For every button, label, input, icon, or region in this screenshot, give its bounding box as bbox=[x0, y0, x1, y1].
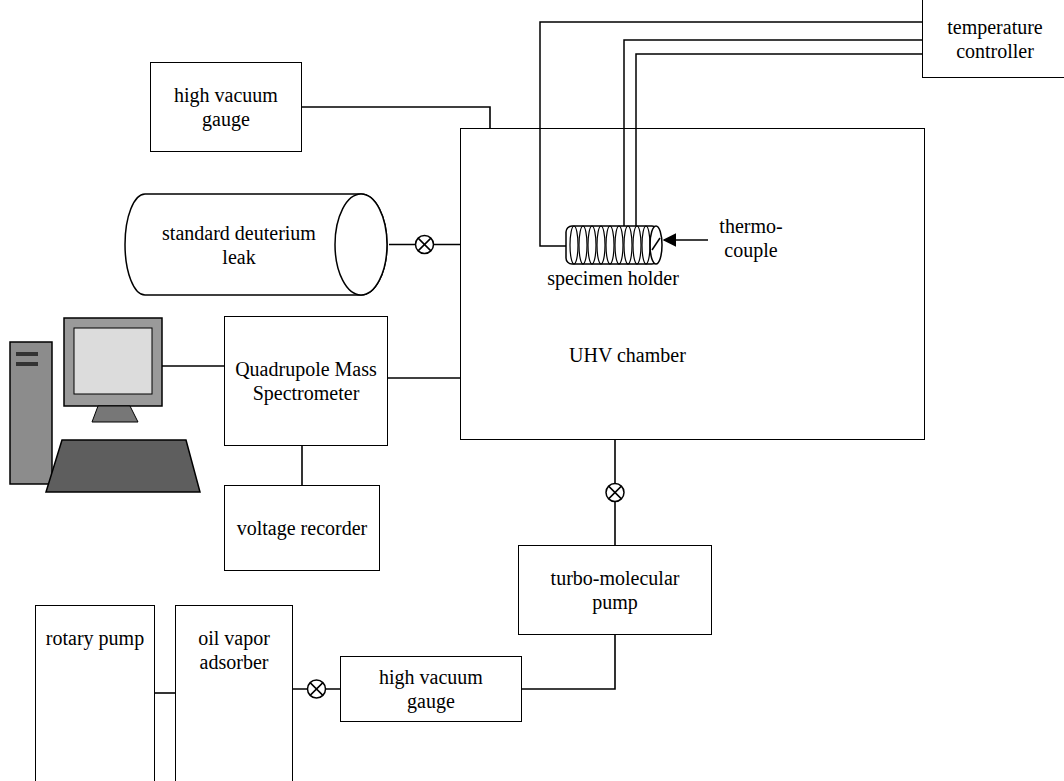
node-text: voltage recorder bbox=[237, 516, 367, 540]
node-text: oil vapor adsorber bbox=[184, 626, 284, 674]
computer-icon bbox=[10, 318, 224, 492]
coil-winding bbox=[615, 226, 623, 264]
node-text: UHV chamber bbox=[569, 343, 686, 367]
monitor bbox=[64, 318, 162, 406]
pipe-connector bbox=[301, 446, 303, 485]
valve-symbol bbox=[416, 236, 434, 254]
spectrometer-box: Quadrupole Mass Spectrometer bbox=[224, 316, 388, 446]
thermocouple-wire bbox=[624, 40, 922, 228]
coil-winding bbox=[597, 226, 605, 264]
node-text: Quadrupole Mass Spectrometer bbox=[235, 357, 377, 405]
node-text: rotary pump bbox=[46, 626, 144, 650]
controller-box: temperature controller bbox=[922, 0, 1064, 78]
pipe-connector bbox=[522, 635, 615, 689]
holder-body bbox=[566, 226, 658, 264]
node-text: high vacuum gauge bbox=[355, 665, 507, 713]
valve-body bbox=[416, 236, 434, 254]
node-text: high vacuum gauge bbox=[161, 83, 291, 131]
specimen-holder-coil bbox=[566, 226, 662, 264]
recorder-box: voltage recorder bbox=[224, 485, 380, 571]
cylinder-outline bbox=[125, 193, 389, 296]
part-label: specimen holder bbox=[538, 266, 688, 290]
valve-cross bbox=[310, 683, 323, 696]
adsorber-box: oil vapor adsorber bbox=[175, 605, 293, 781]
coil-winding bbox=[588, 226, 596, 264]
coil-winding bbox=[642, 226, 650, 264]
part-label: thermo- couple bbox=[710, 214, 792, 262]
drive-slot bbox=[16, 362, 38, 366]
heater-wire bbox=[540, 22, 922, 246]
valve-symbol bbox=[606, 484, 624, 502]
keyboard bbox=[46, 440, 200, 492]
pump-box: turbo-molecular pump bbox=[518, 545, 712, 635]
leak-cylinder: standard deuterium leak bbox=[125, 193, 389, 296]
chamber-outline: UHV chamber bbox=[460, 128, 925, 440]
drive-slot bbox=[16, 352, 38, 356]
coil-winding bbox=[570, 226, 578, 264]
valve-body bbox=[308, 680, 326, 698]
pump-box: rotary pump bbox=[35, 605, 155, 781]
thermocouple-wire bbox=[636, 54, 922, 236]
coil-winding bbox=[579, 226, 587, 264]
gauge-box: high vacuum gauge bbox=[340, 656, 522, 722]
coil-winding bbox=[633, 226, 641, 264]
holder-end bbox=[650, 226, 662, 264]
coil-winding bbox=[606, 226, 614, 264]
pipe-connector bbox=[155, 692, 175, 694]
gauge-box: high vacuum gauge bbox=[150, 62, 302, 152]
cylinder-face bbox=[335, 194, 387, 295]
node-text: standard deuterium leak bbox=[153, 221, 325, 269]
cylinder-body bbox=[125, 194, 387, 295]
monitor-screen bbox=[74, 328, 152, 394]
valve-body bbox=[606, 484, 624, 502]
thermocouple-tip bbox=[652, 238, 660, 250]
valve-cross bbox=[609, 486, 622, 499]
controller-wires bbox=[540, 22, 922, 246]
coil-winding bbox=[624, 226, 632, 264]
data-cable bbox=[162, 365, 224, 367]
thermocouple-pointer bbox=[664, 239, 708, 241]
node-text: turbo-molecular pump bbox=[529, 566, 701, 614]
pipe-connector bbox=[302, 107, 490, 128]
node-text: temperature controller bbox=[931, 15, 1059, 63]
computer-tower bbox=[10, 342, 52, 484]
pipe-connector bbox=[388, 377, 460, 379]
valve-symbol bbox=[308, 680, 326, 698]
monitor-stand bbox=[92, 406, 138, 422]
valve-cross bbox=[418, 238, 431, 251]
